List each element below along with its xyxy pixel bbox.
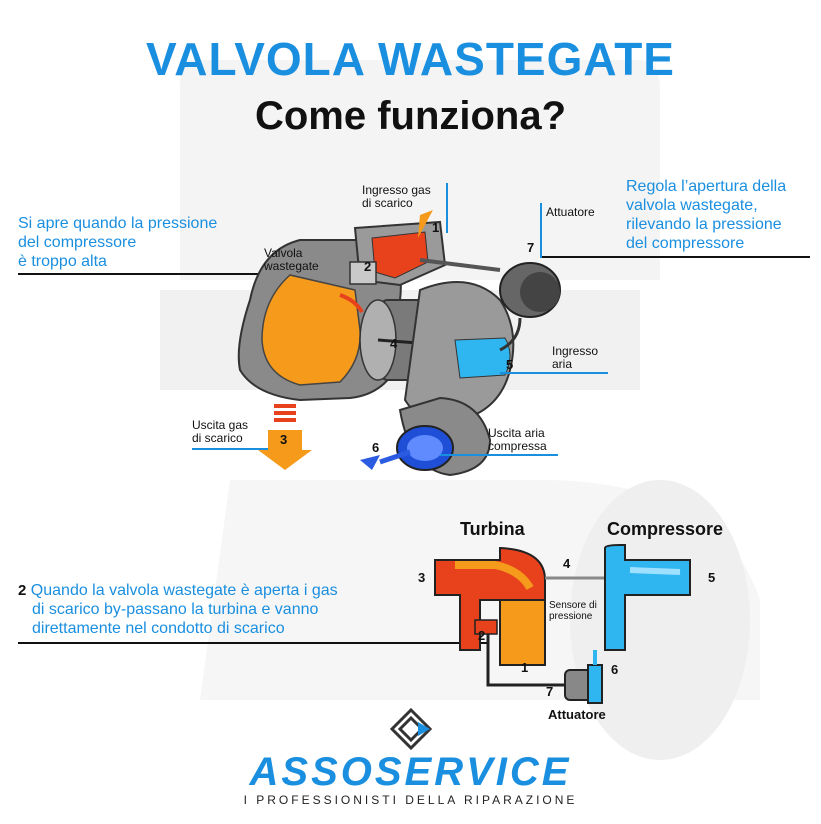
label-air-in: Ingresso aria — [552, 344, 599, 371]
line-air-in — [500, 372, 608, 374]
page-title: VALVOLA WASTEGATE — [146, 33, 675, 85]
num-4-shaft: 4 — [390, 336, 398, 351]
line-actuator — [540, 203, 542, 258]
schema-num-4: 4 — [563, 556, 571, 571]
schema-actuator-label: Attuatore — [548, 707, 606, 722]
turbine-hot-gas — [261, 274, 361, 386]
note-bypass: 2 Quando la valvola wastegate è aperta i… — [18, 582, 338, 637]
line-exhaust-out — [192, 448, 268, 450]
schema-num-5: 5 — [708, 570, 716, 585]
note-overpressure: Si apre quando la pressione del compress… — [18, 215, 218, 270]
label-exhaust-out: Uscita gas di scarico — [192, 418, 249, 445]
air-inlet-cool — [454, 337, 511, 379]
num-5-air-in: 5 — [506, 357, 514, 372]
num-6-compressed-out: 6 — [372, 440, 380, 455]
note-bypass-line — [18, 642, 488, 644]
num-7-actuator: 7 — [527, 240, 535, 255]
num-2-wastegate: 2 — [364, 259, 372, 274]
schema-num-1: 1 — [521, 660, 529, 675]
schema-turbine-outlet — [499, 599, 546, 666]
note-actuator-regulation: Regola l’apertura della valvola wastegat… — [626, 178, 787, 252]
schema-sensor-label: Sensore di pressione — [549, 600, 597, 622]
schema-num-7: 7 — [546, 684, 554, 699]
brand-logo-mark — [390, 708, 432, 751]
label-exhaust-in: Ingresso gas di scarico — [362, 183, 431, 210]
num-3-exhaust-out: 3 — [280, 432, 288, 447]
line-exhaust-in — [446, 183, 448, 233]
num-1-exhaust-in: 1 — [432, 220, 440, 235]
page-subtitle: Come funziona? — [254, 94, 567, 138]
schema-num-6: 6 — [611, 662, 619, 677]
label-actuator: Attuatore — [546, 205, 595, 219]
line-compressed-out — [440, 454, 558, 456]
schema-compressor-label: Compressore — [607, 519, 724, 539]
note-overpressure-line — [18, 273, 363, 275]
brand-tagline: I PROFESSIONISTI DELLA RIPARAZIONE — [243, 793, 578, 807]
schema-num-2: 2 — [478, 628, 486, 643]
exhaust-out-arrow — [258, 430, 312, 470]
label-compressed-out: Uscita aria compressa — [488, 426, 547, 453]
note-bypass-num: 2 — [18, 582, 27, 599]
note-actuator-line — [540, 256, 810, 258]
schema-compressor — [604, 544, 691, 651]
brand-name: ASSOSERVICE — [249, 750, 572, 794]
label-wastegate: Valvola wastegate — [264, 246, 319, 273]
schema-turbine-label: Turbina — [460, 519, 525, 539]
schema-num-3: 3 — [418, 570, 426, 585]
wastegate-valve — [349, 261, 377, 285]
